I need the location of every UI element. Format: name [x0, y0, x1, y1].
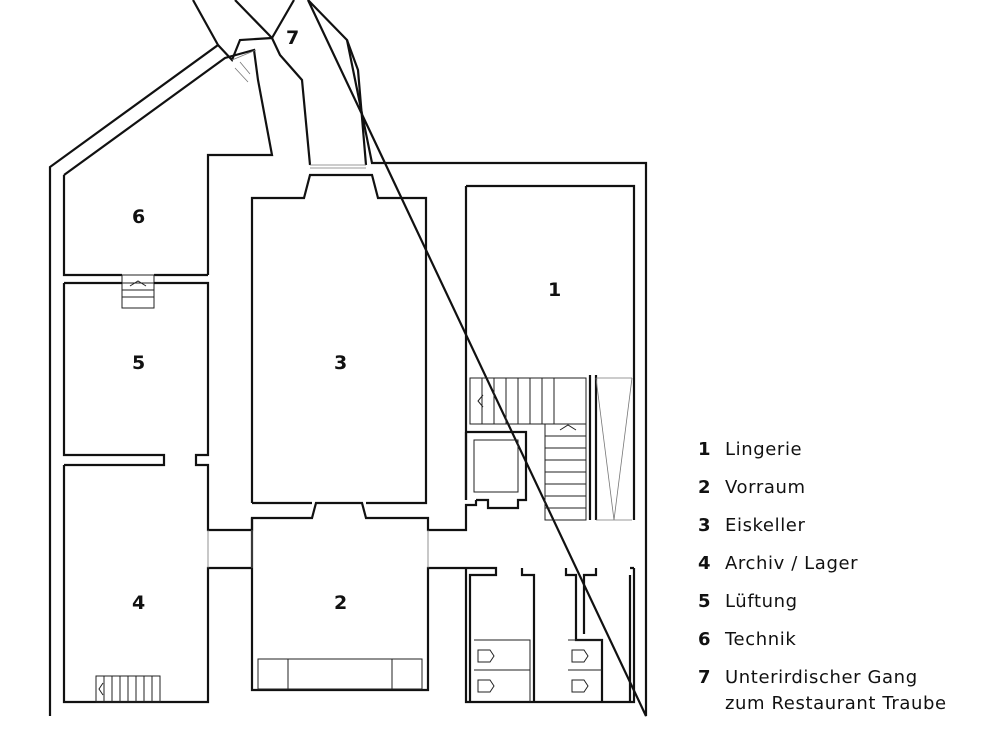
legend-number: 2	[698, 477, 711, 498]
room-5-wall	[62, 281, 478, 532]
room-1-partition	[588, 375, 598, 520]
legend-number: 1	[698, 439, 711, 460]
room-1-shaft	[595, 377, 633, 521]
room-3-wall	[250, 173, 428, 505]
room-number-5: 5	[132, 352, 145, 374]
legend-label: Technik	[725, 629, 797, 650]
room-1-stair	[469, 377, 587, 425]
room-number-4: 4	[132, 592, 145, 614]
tunnel-inner-wall	[217, 36, 368, 166]
tunnel-door	[231, 49, 257, 83]
room-number-3: 3	[334, 352, 347, 374]
room-2-bench	[257, 658, 423, 690]
room-6-stair	[121, 274, 155, 309]
legend-number: 5	[698, 591, 711, 612]
legend-item: 6 Technik	[698, 627, 998, 653]
legend-label: Lüftung	[725, 591, 798, 612]
room-1-stair-steps	[477, 378, 555, 424]
tunnel-left-wall	[63, 48, 274, 275]
legend-label: Archiv / Lager	[725, 553, 859, 574]
legend-item: 3 Eiskeller	[698, 513, 998, 539]
legend-item: 4 Archiv / Lager	[698, 551, 998, 577]
toilet-icon	[477, 649, 589, 693]
room-4-wall	[62, 465, 252, 704]
legend-label: Lingerie	[725, 439, 803, 460]
legend-label: Unterirdischer Gang zum Restaurant Traub…	[725, 665, 947, 717]
room-number-2: 2	[334, 592, 347, 614]
room-3-door	[310, 164, 366, 169]
room-2-openings	[207, 530, 429, 568]
wc-cubicles	[474, 639, 602, 702]
room-number-7: 7	[286, 27, 299, 49]
elevator-car	[473, 439, 519, 493]
room-number-6: 6	[132, 206, 145, 228]
legend-item: 5 Lüftung	[698, 589, 998, 615]
legend-item: 2 Vorraum	[698, 475, 998, 501]
legend-item: 1 Lingerie	[698, 437, 998, 463]
legend-number: 7	[698, 667, 711, 688]
stair-flight-steps	[545, 424, 586, 509]
legend-item: 7 Unterirdischer Gang zum Restaurant Tra…	[698, 665, 998, 717]
room-2-bench-inner	[287, 658, 393, 690]
room-6-stair-steps	[122, 280, 154, 298]
room-4-stair-steps	[98, 676, 153, 702]
elevator-wall	[464, 430, 528, 510]
room-number-1: 1	[548, 279, 561, 301]
legend-number: 3	[698, 515, 711, 536]
legend: 1 Lingerie 2 Vorraum 3 Eiskeller 4 Archi…	[698, 437, 998, 729]
room-6-wall	[62, 175, 208, 277]
legend-label: Eiskeller	[725, 515, 806, 536]
room-2-wall	[250, 518, 466, 692]
wc-wall	[464, 566, 636, 704]
legend-label-line: zum Restaurant Traube	[725, 693, 947, 714]
room-1-wall	[464, 184, 636, 520]
legend-label-line: Unterirdischer Gang	[725, 667, 918, 688]
legend-number: 6	[698, 629, 711, 650]
legend-number: 4	[698, 553, 711, 574]
legend-label: Vorraum	[725, 477, 806, 498]
